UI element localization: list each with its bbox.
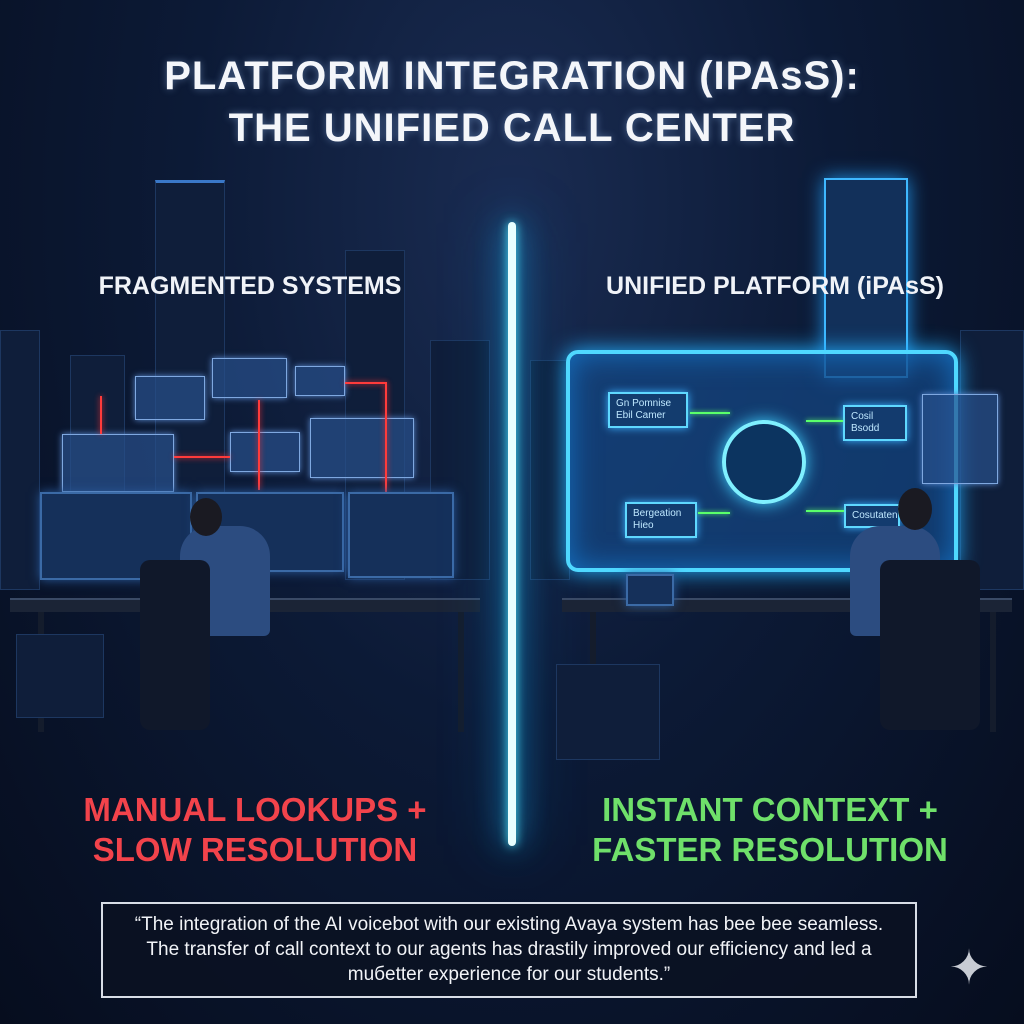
monitor [348, 492, 454, 578]
green-connector [806, 420, 843, 422]
cabinet [556, 664, 660, 760]
screen-node: Cosutaten [844, 504, 900, 528]
glowing-divider [508, 222, 516, 846]
integration-hub-icon [722, 420, 806, 504]
red-connector [100, 396, 102, 434]
floating-window [135, 376, 205, 420]
building [0, 330, 40, 590]
screen-node: Cosil Bsodd [843, 405, 907, 441]
left-outcome-line-2: SLOW RESOLUTION [92, 831, 418, 868]
testimonial-quote: “The integration of the AI voicebot with… [101, 902, 917, 998]
title-line-2: THE UNIFIED CALL CENTER [228, 106, 796, 150]
red-connector [174, 456, 230, 458]
red-connector [258, 400, 260, 490]
right-outcome-line-1: INSTANT CONTEXT + [602, 791, 938, 828]
floating-window [230, 432, 300, 472]
left-outcome: MANUAL LOOKUPS + SLOW RESOLUTION [60, 790, 450, 870]
building [824, 178, 908, 378]
node-label: Ebil Camer [616, 410, 666, 421]
floating-window [62, 434, 174, 492]
floating-window [212, 358, 287, 398]
node-label: Cosutaten [852, 510, 898, 521]
green-connector [690, 412, 730, 414]
chair [140, 560, 210, 730]
red-connector [345, 382, 385, 384]
building [530, 360, 570, 580]
desk-leg [990, 612, 996, 732]
chair [880, 560, 980, 730]
node-label: Hieo [633, 520, 654, 531]
floating-window [310, 418, 414, 478]
sparkle-icon: ✦ [948, 942, 990, 995]
node-label: Cosil Bsodd [851, 411, 880, 434]
right-heading: UNIFIED PLATFORM (iPAsS) [606, 272, 944, 300]
node-label: Gn Pomnise [616, 398, 672, 409]
title-line-1: PLATFORM INTEGRATION (IPAsS): [164, 54, 860, 98]
node-label: Bergeation [633, 508, 682, 519]
floating-window [295, 366, 345, 396]
desk-leg [458, 612, 464, 732]
tablet [626, 574, 674, 606]
page-title: PLATFORM INTEGRATION (IPAsS): THE UNIFIE… [0, 50, 1024, 154]
green-connector [698, 512, 730, 514]
right-outcome-line-2: FASTER RESOLUTION [592, 831, 948, 868]
right-outcome: INSTANT CONTEXT + FASTER RESOLUTION [570, 790, 970, 870]
customer-profile-card [922, 394, 998, 484]
agent-head [190, 498, 222, 536]
left-outcome-line-1: MANUAL LOOKUPS + [83, 791, 427, 828]
agent-head [898, 488, 932, 530]
left-heading: FRAGMENTED SYSTEMS [98, 272, 402, 300]
green-connector [806, 510, 844, 512]
cabinet [16, 634, 104, 718]
red-connector [385, 382, 387, 492]
